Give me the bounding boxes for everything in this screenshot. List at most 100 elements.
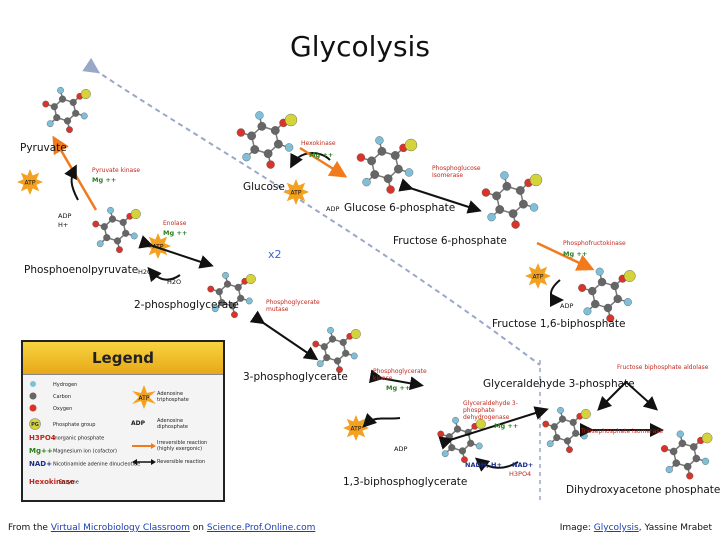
oxygen-atom <box>231 311 238 319</box>
molecule-structures: ATPATPATPATPATP <box>17 86 713 480</box>
carbon-atom <box>333 357 342 365</box>
pfk-atp-arrow <box>549 279 564 307</box>
legend-item-irreversible: Irreversible reaction (highly exergonic) <box>131 440 209 452</box>
pfk-main-arrow <box>536 241 595 271</box>
hydrogen-atom <box>130 232 138 240</box>
carbon-atom <box>100 223 108 231</box>
virtual-microbiology-classroom-link[interactable]: Virtual Microbiology Classroom <box>50 523 190 533</box>
carbon-atom <box>448 444 456 452</box>
phosphate-group-f6p <box>529 173 543 187</box>
hydrogen-atom-icon <box>29 380 53 389</box>
phosphate-group-g6p <box>404 138 418 152</box>
hydrogen-atom <box>57 86 64 94</box>
hydrogen-atom <box>404 168 414 177</box>
carbon-atom <box>390 151 400 160</box>
atp-label: ATP <box>291 190 302 197</box>
oxygen-atom <box>660 445 669 453</box>
legend-item-enzyme: HexokinaseEnzyme <box>29 478 79 486</box>
carbon-atom <box>237 294 245 302</box>
aldolase-arrow-right <box>625 381 658 411</box>
legend-item-carbon: Carbon <box>29 392 71 401</box>
carbon-atom <box>672 459 681 467</box>
carbon-atom <box>610 281 619 291</box>
carbon-atom <box>247 131 257 141</box>
hydrogen-atom <box>595 267 604 276</box>
carbon-atom <box>58 95 67 103</box>
water-label-a: H2O <box>138 268 153 276</box>
oxygen-atom <box>578 283 587 292</box>
oxygen-atom-icon <box>29 404 53 413</box>
label-13-biphosphoglycerate: 1,3-biphosphoglycerate <box>343 476 468 488</box>
carbon-atom <box>323 354 331 362</box>
hydrogen-atom <box>222 271 229 279</box>
hydrogen-atom <box>375 136 384 145</box>
aldolase-arrow-left <box>597 381 627 411</box>
carbon-atom-icon <box>29 392 53 401</box>
oxygen-atom <box>42 100 50 108</box>
scienceprofonline-link[interactable]: Science.Prof.Online.com <box>206 523 316 533</box>
hexokinase-main-arrow <box>299 146 348 178</box>
nadh-label: NADH, H+ <box>465 461 502 469</box>
carbon-atom <box>492 191 502 201</box>
hydrogen-atom <box>676 430 684 438</box>
oxygen-atom <box>386 185 395 194</box>
hydrogen-atom <box>452 416 459 424</box>
hydrogen-atom <box>242 152 251 162</box>
carbon-atom <box>603 303 613 313</box>
enzyme-phosphoglycerate-kinase: Phosphoglycerate kinase <box>373 368 427 382</box>
carbon-atom <box>122 229 130 237</box>
label-glucose: Glucose <box>243 181 285 193</box>
glycolysis-image-link[interactable]: Glycolysis <box>593 523 639 533</box>
carbon-atom <box>393 164 403 174</box>
carbon-atom <box>342 349 350 357</box>
phosphate-group-g3p <box>580 409 591 420</box>
carbon-atom <box>234 283 242 291</box>
carbon-atom <box>113 237 122 245</box>
hydrogen-atom <box>46 120 54 128</box>
carbon-atom <box>597 277 607 287</box>
carbon-atom <box>370 170 380 179</box>
carbon-atom <box>591 299 600 309</box>
reversible-arrow-icon <box>132 459 156 465</box>
label-glucose-6-phosphate: Glucose 6-phosphate <box>344 202 456 214</box>
mg-pyruvate-kinase: Mg ++ <box>92 176 117 184</box>
footer-credit: From the Virtual Microbiology Classroom … <box>8 523 316 533</box>
carbon-atom <box>63 117 72 125</box>
legend-item-inorganic-phosphate: H3PO4Inorganic phosphate <box>29 434 105 442</box>
carbon-atom <box>228 302 237 310</box>
carbon-atom <box>320 343 328 351</box>
carbon-atom <box>328 335 337 343</box>
svg-text:ATP: ATP <box>139 395 150 402</box>
carbon-atom <box>383 174 393 184</box>
water-label-b: H2O <box>167 278 182 286</box>
carbon-atom <box>50 103 58 111</box>
enzyme-aldolase: Fructose biphosphate aldolase <box>617 364 709 371</box>
hydrogen-atom <box>327 326 334 334</box>
carbon-atom <box>339 338 347 346</box>
oxygen-atom <box>356 153 366 162</box>
legend-item-oxygen: Oxygen <box>29 404 72 413</box>
hydrogen-atom <box>487 212 496 222</box>
enzyme-enolase: Enolase <box>163 220 187 227</box>
carbon-atom <box>550 423 558 431</box>
oxygen-atom <box>606 314 615 323</box>
phosphate-group-pg3 <box>350 329 361 340</box>
adp-pfk: ADP <box>560 302 574 310</box>
svg-text:PG: PG <box>31 422 39 428</box>
mg-hexokinase: Mg ++ <box>309 151 334 159</box>
oxygen-atom <box>116 246 123 254</box>
hydrogen-atom <box>529 203 539 212</box>
legend-title: Legend <box>23 342 223 375</box>
oxygen-atom <box>66 126 73 134</box>
carbon-atom <box>103 234 111 242</box>
hydrogen-atom <box>107 206 114 214</box>
hydrogen-atom <box>665 465 673 474</box>
carbon-atom <box>458 447 467 455</box>
carbon-atom <box>453 425 462 433</box>
oxygen-atom <box>312 340 320 348</box>
hydrogen-atom <box>701 457 710 465</box>
atp-label: ATP <box>25 180 36 187</box>
